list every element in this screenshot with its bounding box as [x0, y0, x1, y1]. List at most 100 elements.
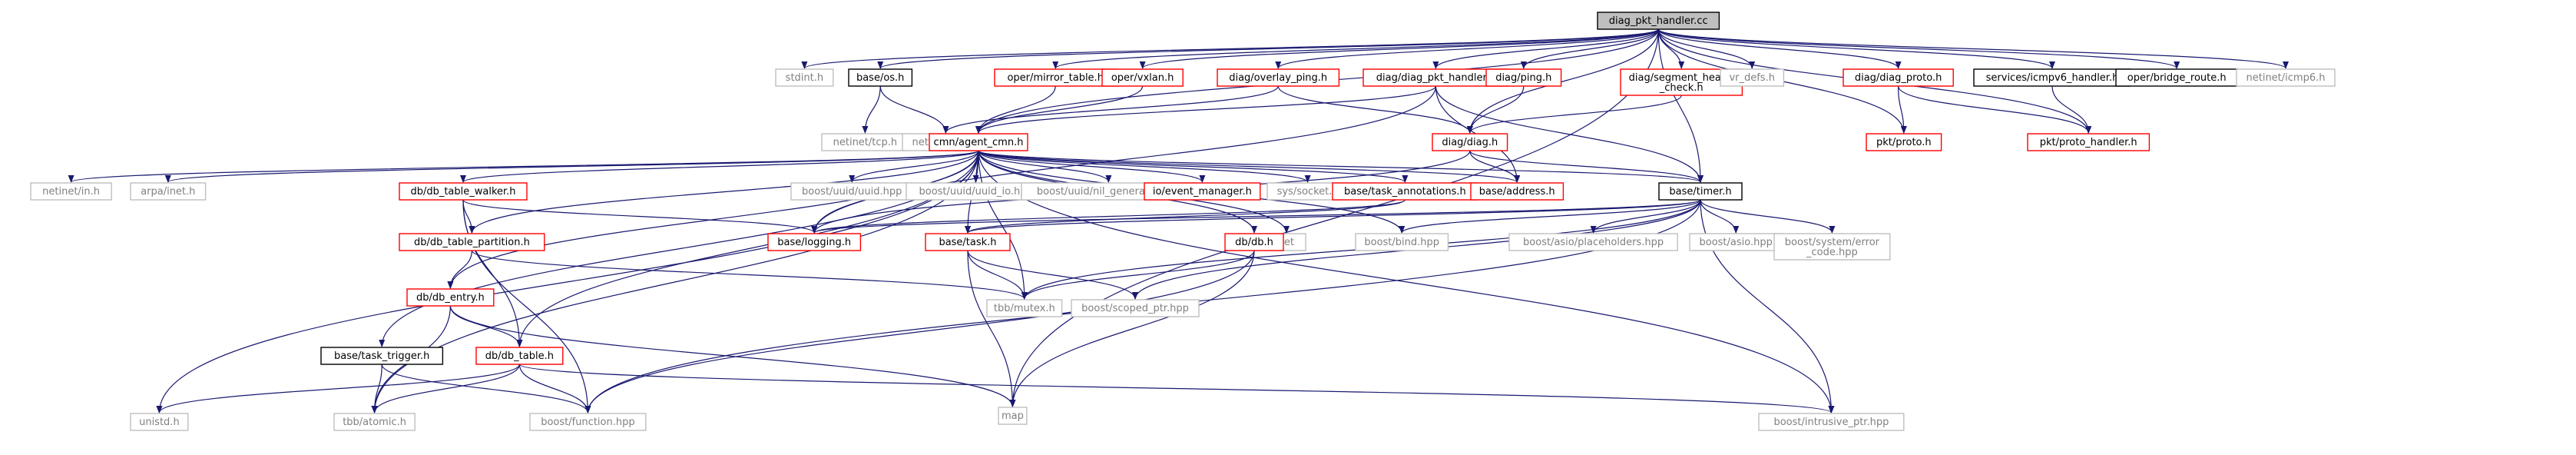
node-box	[1758, 413, 1905, 431]
node-system-error[interactable]: boost/system/error_code.hpp	[1773, 233, 1891, 261]
node-label: arpa/inet.h	[141, 186, 195, 198]
edge-root-to-oper-vxlan	[1139, 28, 1659, 69]
node-boost-function[interactable]: boost/function.hpp	[529, 413, 647, 431]
node-icmpv6-handler[interactable]: services/icmpv6_handler.h	[1973, 68, 2131, 87]
node-netinet-icmp6[interactable]: netinet/icmp6.h	[2236, 68, 2336, 87]
node-label: diag/diag_pkt_handler.h	[1376, 72, 1495, 84]
node-box	[1658, 182, 1743, 201]
node-diag-proto[interactable]: diag/diag_proto.h	[1843, 68, 1954, 87]
node-base-timer[interactable]: base/timer.h	[1658, 182, 1743, 201]
node-box	[1485, 68, 1562, 87]
node-label: boost/uuid/uuid.hpp	[802, 186, 902, 198]
node-box	[2236, 68, 2336, 87]
node-box	[775, 68, 834, 87]
node-label: cmn/agent_cmn.h	[934, 137, 1024, 148]
node-tbb-mutex[interactable]: tbb/mutex.h	[986, 299, 1063, 317]
node-label: boost/function.hpp	[541, 417, 634, 428]
node-box	[1720, 68, 1785, 87]
edge-db-partition-to-db-entry	[447, 250, 472, 289]
node-map[interactable]: map	[998, 407, 1028, 425]
edge-db-walker-to-base-logging	[462, 199, 818, 234]
edge-diag-overlay-to-diag-h	[1277, 85, 1473, 134]
edge-cmn-agent-to-io-event	[978, 150, 1206, 183]
edge-path	[462, 199, 523, 347]
node-db-partition[interactable]: db/db_table_partition.h	[399, 233, 545, 251]
node-label: services/icmpv6_handler.h	[1986, 72, 2119, 84]
node-label: boost/asio.hpp	[1700, 237, 1773, 248]
node-tbb-atomic[interactable]: tbb/atomic.h	[333, 413, 416, 431]
edge-path	[156, 150, 979, 413]
edge-root-to-icmpv6-handler	[1657, 28, 2055, 69]
node-label: stdint.h	[786, 72, 823, 84]
node-label: boost/intrusive_ptr.hpp	[1773, 417, 1889, 428]
node-diag-overlay[interactable]: diag/overlay_ping.h	[1217, 68, 1340, 87]
edge-path	[165, 150, 979, 183]
node-intrusive-ptr[interactable]: boost/intrusive_ptr.hpp	[1758, 413, 1905, 431]
edge-cmn-agent-to-db-partition	[469, 150, 979, 234]
node-label: diag/ping.h	[1495, 72, 1551, 84]
node-pkt-proto[interactable]: pkt/proto.h	[1866, 133, 1942, 151]
node-box	[333, 413, 416, 431]
edge-oper-mirror-to-cmn-agent	[975, 85, 1056, 134]
node-diag-h[interactable]: diag/diag.h	[1432, 133, 1508, 151]
node-db-entry[interactable]: db/db_entry.h	[406, 288, 495, 307]
node-box	[1101, 68, 1184, 87]
edge-path	[811, 199, 1406, 234]
node-base-logging[interactable]: base/logging.h	[767, 233, 862, 251]
node-label: diag/diag_proto.h	[1855, 72, 1942, 84]
node-db-db[interactable]: db/db.h	[1224, 233, 1284, 251]
node-db-walker[interactable]: db/db_table_walker.h	[399, 182, 528, 201]
edge-path	[1009, 28, 1659, 407]
node-label: unistd.h	[139, 417, 180, 428]
node-diag-pkt-handler-h[interactable]: diag/diag_pkt_handler.h	[1362, 68, 1509, 87]
edge-cmn-agent-to-db-walker	[460, 150, 979, 183]
node-label: sys/socket.h	[1277, 186, 1339, 198]
edge-path	[1657, 28, 1756, 69]
node-db-table[interactable]: db/db_table.h	[475, 347, 564, 365]
node-asio-placeholders[interactable]: boost/asio/placeholders.hpp	[1508, 233, 1678, 251]
node-bridge-route[interactable]: oper/bridge_route.h	[2115, 68, 2239, 87]
edge-oper-vxlan-to-cmn-agent	[975, 85, 1144, 134]
node-base-task[interactable]: base/task.h	[925, 233, 1011, 251]
node-arpa-inet[interactable]: arpa/inet.h	[130, 182, 207, 201]
node-oper-mirror[interactable]: oper/mirror_table.h	[994, 68, 1117, 87]
node-base-address[interactable]: base/address.h	[1470, 182, 1564, 201]
node-scoped-ptr[interactable]: boost/scoped_ptr.hpp	[1071, 299, 1200, 317]
node-boost-bind[interactable]: boost/bind.hpp	[1355, 233, 1449, 251]
node-asio[interactable]: boost/asio.hpp	[1689, 233, 1783, 251]
node-task-trigger[interactable]: base/task_trigger.h	[320, 347, 444, 365]
node-cmn-agent[interactable]: cmn/agent_cmn.h	[929, 133, 1028, 151]
node-label: base/task_annotations.h	[1344, 186, 1466, 198]
node-box	[848, 68, 913, 87]
node-box	[1843, 68, 1954, 87]
node-vr-defs[interactable]: vr_defs.h	[1720, 68, 1785, 87]
node-netinet-tcp[interactable]: netinet/tcp.h	[821, 133, 909, 151]
edge-path	[1021, 250, 1255, 300]
node-box	[130, 182, 207, 201]
edge-path	[1435, 85, 1704, 183]
edge-path	[2051, 85, 2092, 134]
node-stdint[interactable]: stdint.h	[775, 68, 834, 87]
edge-db-table-to-tbb-atomic	[371, 364, 520, 413]
node-diag-ping[interactable]: diag/ping.h	[1485, 68, 1562, 87]
node-io-event[interactable]: io/event_manager.h	[1144, 182, 1261, 201]
edge-path	[975, 85, 1056, 134]
node-unistd[interactable]: unistd.h	[130, 413, 189, 431]
edge-cmn-agent-to-db-entry	[447, 150, 979, 289]
node-box	[130, 413, 189, 431]
node-pkt-proto-handler[interactable]: pkt/proto_handler.h	[2027, 133, 2151, 151]
node-netinet-in[interactable]: netinet/in.h	[30, 182, 112, 201]
node-label: base/task_trigger.h	[334, 350, 429, 362]
node-sys-socket[interactable]: sys/socket.h	[1266, 182, 1349, 201]
node-oper-vxlan[interactable]: oper/vxlan.h	[1101, 68, 1184, 87]
edge-root-to-diag-ping	[1520, 28, 1659, 69]
edge-diag-overlay-to-netinet-udp	[942, 85, 1279, 134]
file-nodes: diag_pkt_handler.cc stdint.h base/os.h oper…	[30, 12, 2336, 431]
node-uuid[interactable]: boost/uuid/uuid.hpp	[790, 182, 914, 201]
node-root[interactable]: diag_pkt_handler.cc	[1597, 12, 1720, 30]
node-base-os[interactable]: base/os.h	[848, 68, 913, 87]
edge-path	[978, 150, 1028, 300]
edge-root-to-diag-overlay	[1275, 28, 1659, 69]
node-task-annot[interactable]: base/task_annotations.h	[1332, 182, 1478, 201]
node-uuid-io[interactable]: boost/uuid/uuid_io.hpp	[906, 182, 1046, 201]
